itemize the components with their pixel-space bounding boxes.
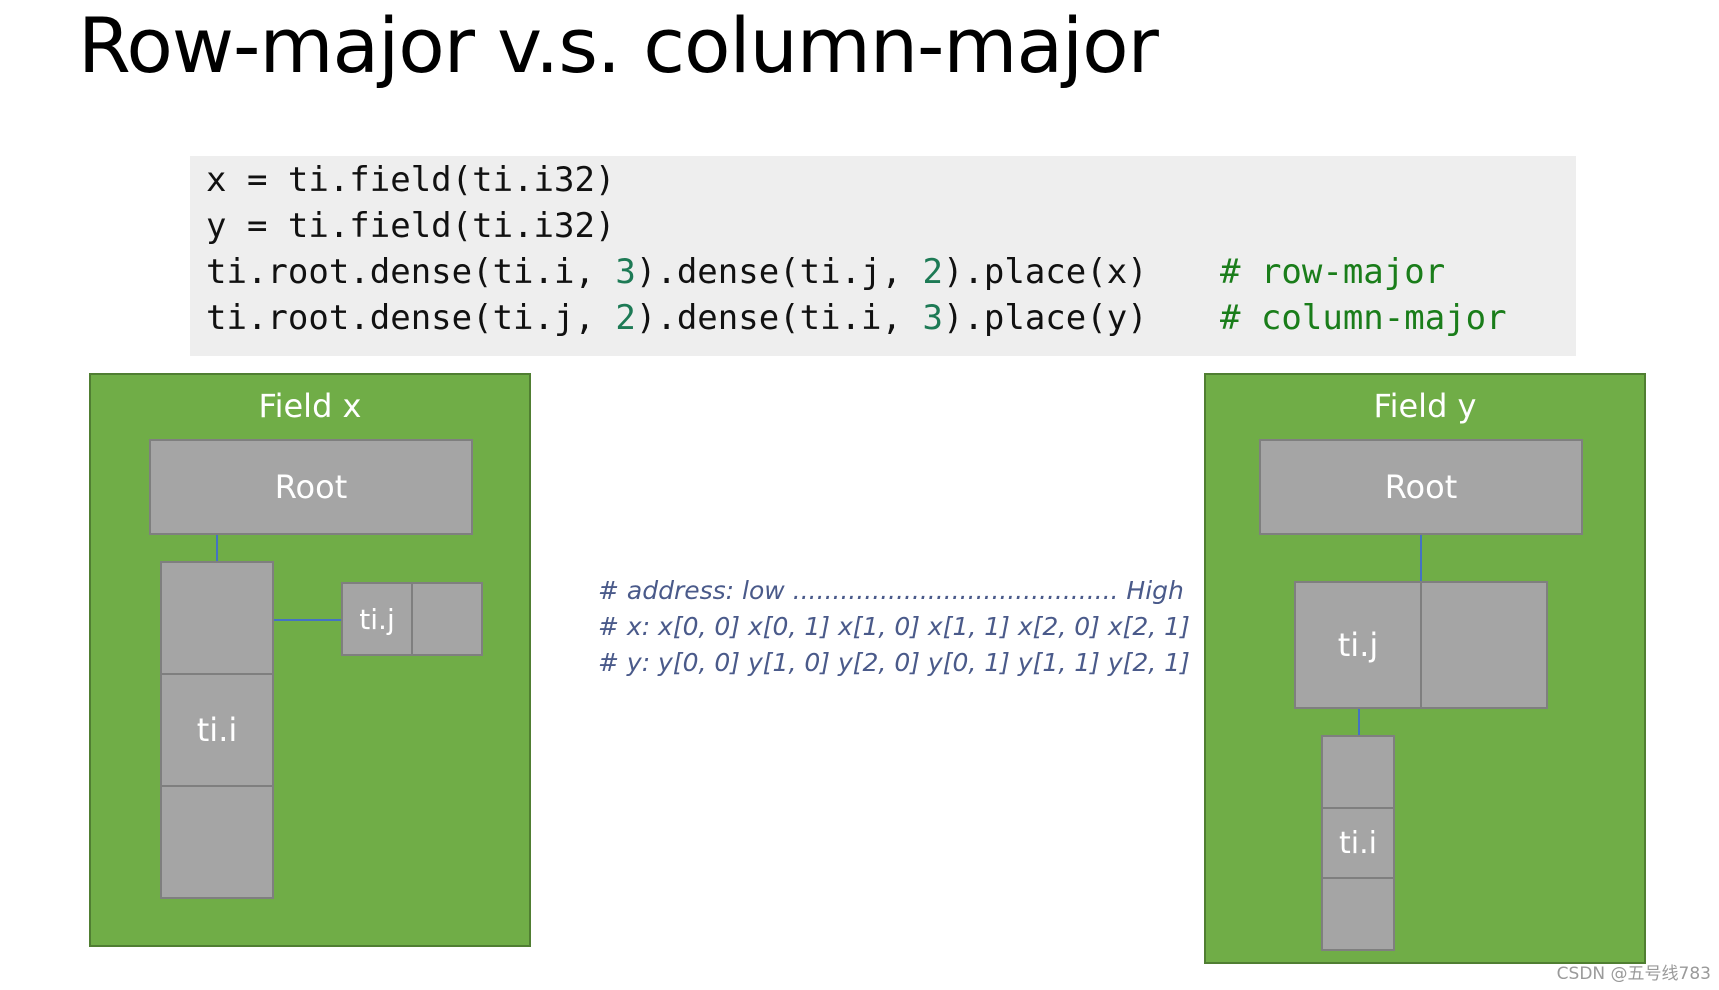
connector-line	[1420, 535, 1422, 583]
connector-line	[216, 535, 218, 561]
ti-j-label: ti.j	[1337, 626, 1379, 664]
root-label: Root	[1384, 468, 1458, 506]
field-x-i-cell-2	[160, 785, 274, 899]
field-y-i-cell-2	[1321, 877, 1395, 951]
field-y-panel: Field y Root ti.j ti.i	[1204, 373, 1646, 964]
code-line-1: x = ti.field(ti.i32)	[206, 160, 616, 200]
watermark: CSDN @五号线783	[1556, 964, 1711, 984]
field-x-j-cell-1	[411, 582, 483, 656]
code-block: x = ti.field(ti.i32) y = ti.field(ti.i32…	[190, 156, 1576, 356]
code-number: 3	[922, 298, 943, 338]
address-note-line-3: # y: y[0, 0] y[1, 0] y[2, 0] y[0, 1] y[1…	[598, 648, 1190, 677]
code-text: ).dense(ti.i,	[635, 298, 923, 338]
field-x-title: Field x	[258, 387, 362, 425]
code-line-3: ti.root.dense(ti.i, 3).dense(ti.j, 2).pl…	[206, 250, 1148, 294]
code-line-2: y = ti.field(ti.i32)	[206, 206, 616, 246]
field-x-panel: Field x Root ti.i ti.j	[89, 373, 531, 947]
field-y-i-cell-1: ti.i	[1321, 807, 1395, 879]
slide-title: Row-major v.s. column-major	[78, 1, 1159, 90]
ti-j-label: ti.j	[359, 602, 395, 636]
connector-line	[274, 619, 341, 621]
code-number: 2	[922, 252, 943, 292]
code-comment-row-major: # row-major	[1220, 252, 1446, 292]
code-text: ).place(y)	[942, 298, 1148, 338]
address-note-line-1: # address: low .........................…	[598, 576, 1184, 605]
connector-line	[1358, 709, 1360, 735]
ti-i-label: ti.i	[196, 711, 238, 749]
code-text: ti.root.dense(ti.i,	[206, 252, 616, 292]
code-text: ).place(x)	[942, 252, 1148, 292]
field-y-j-cell-1	[1420, 581, 1548, 709]
code-number: 3	[615, 252, 636, 292]
field-y-j-cell-0: ti.j	[1294, 581, 1422, 709]
code-line-4: ti.root.dense(ti.j, 2).dense(ti.i, 3).pl…	[206, 296, 1148, 340]
field-x-i-cell-1: ti.i	[160, 673, 274, 787]
field-y-root-node: Root	[1259, 439, 1583, 535]
field-x-j-cell-0: ti.j	[341, 582, 413, 656]
address-note-line-2: # x: x[0, 0] x[0, 1] x[1, 0] x[1, 1] x[2…	[598, 612, 1190, 641]
root-label: Root	[274, 468, 348, 506]
ti-i-label: ti.i	[1339, 825, 1377, 861]
field-x-i-cell-0	[160, 561, 274, 675]
code-text: ti.root.dense(ti.j,	[206, 298, 616, 338]
code-text: ).dense(ti.j,	[635, 252, 923, 292]
code-number: 2	[615, 298, 636, 338]
code-comment-column-major: # column-major	[1220, 298, 1507, 338]
field-x-root-node: Root	[149, 439, 473, 535]
field-y-i-cell-0	[1321, 735, 1395, 809]
field-y-title: Field y	[1373, 387, 1477, 425]
